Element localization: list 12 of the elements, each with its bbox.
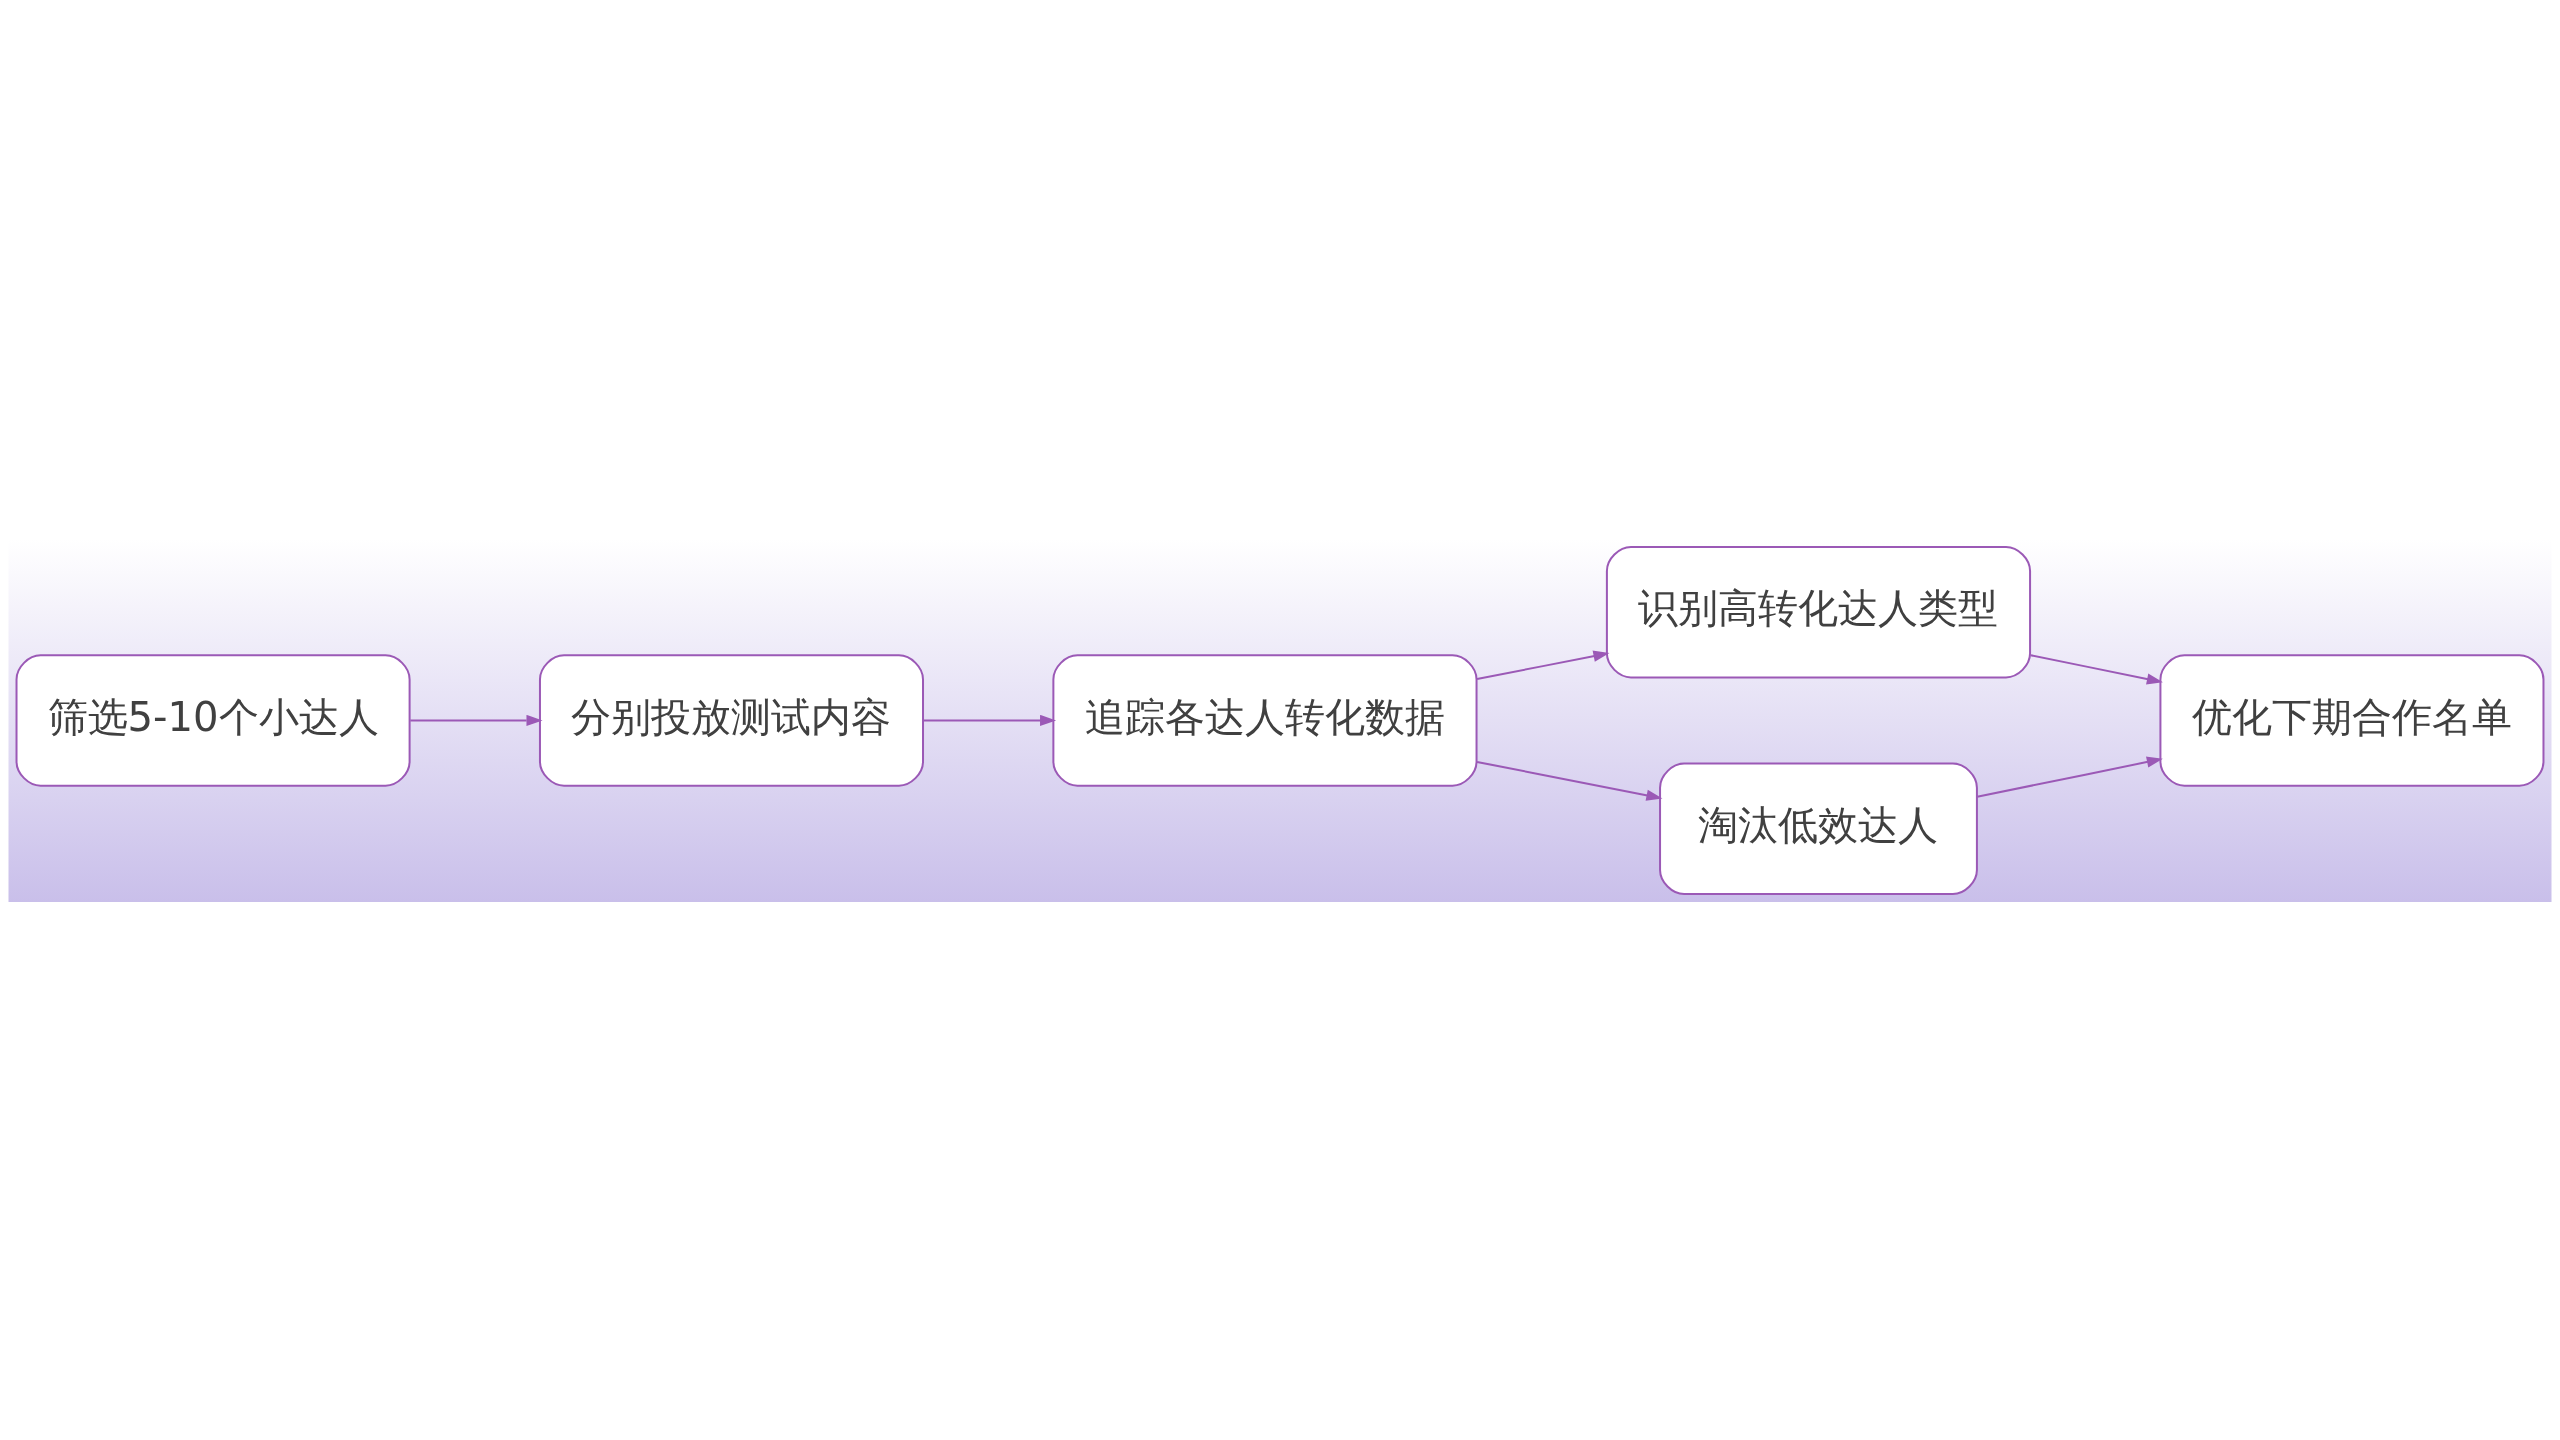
arrow	[1977, 755, 2163, 798]
node-box: 优化下期合作名单	[2159, 653, 2545, 787]
arrow	[2030, 653, 2163, 685]
arrow	[923, 714, 1057, 726]
node-box: 筛选5-10个小达人	[15, 653, 411, 787]
node-box: 追踪各达人转化数据	[1052, 653, 1478, 787]
node-box: 淘汰低效达人	[1659, 762, 1978, 895]
arrow	[1476, 760, 1663, 801]
node-box: 分别投放测试内容	[538, 653, 925, 787]
node-box: 识别高转化达人类型	[1605, 545, 2032, 678]
arrow	[410, 714, 543, 726]
arrow	[1476, 650, 1610, 680]
